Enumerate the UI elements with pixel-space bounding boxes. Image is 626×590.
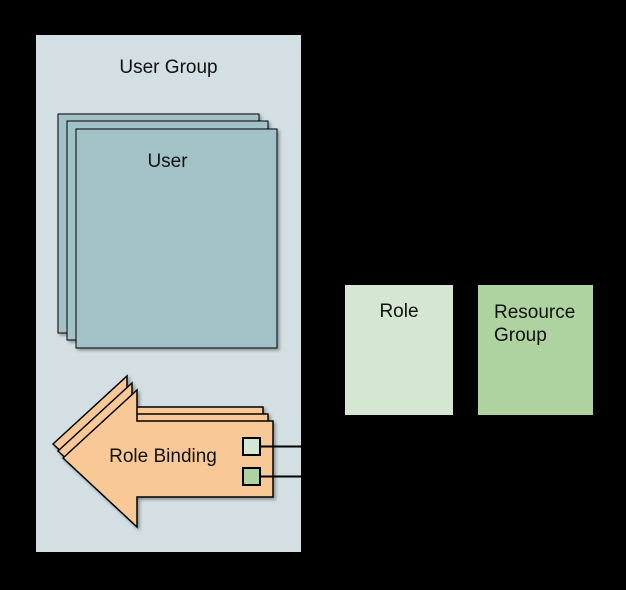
role-binding-label: Role Binding bbox=[109, 446, 217, 467]
user-stack bbox=[57, 113, 278, 349]
user-group-label: User Group bbox=[119, 57, 218, 78]
resource-ref-square bbox=[242, 467, 261, 486]
role-box bbox=[345, 285, 453, 415]
user-card-front bbox=[75, 128, 278, 349]
role-binding-arrow-stack bbox=[51, 374, 274, 529]
resource-group-box bbox=[478, 285, 593, 415]
role-label: Role bbox=[379, 301, 419, 322]
role-ref-square bbox=[242, 437, 261, 456]
resource-group-label: Resource Group bbox=[494, 302, 576, 346]
role-binding-arrow-front bbox=[61, 388, 274, 529]
user-label: User bbox=[147, 151, 188, 172]
